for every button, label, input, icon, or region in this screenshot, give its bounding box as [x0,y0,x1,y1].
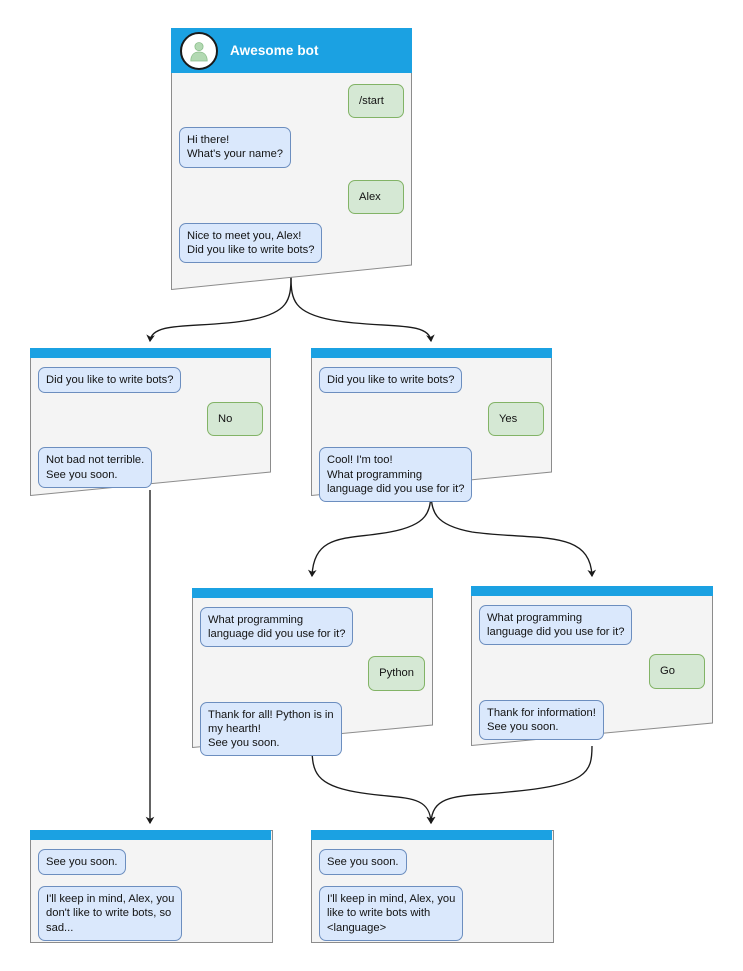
bot-titlebar: Awesome bot [171,28,412,73]
bot-message-bubble[interactable]: See you soon. [319,849,407,876]
bot-message-bubble[interactable]: What programming language did you use fo… [479,605,633,646]
message-row: Go [479,654,705,689]
chat-messages-end-sad: See you soon. I'll keep in mind, Alex, y… [30,840,271,956]
bot-message-bubble[interactable]: Did you like to write bots? [38,367,182,394]
message-row: Did you like to write bots? [38,367,263,394]
message-row: /start [179,84,404,119]
bot-message-bubble[interactable]: Cool! I'm too! What programming language… [319,447,473,503]
chat-messages-end-happy: See you soon. I'll keep in mind, Alex, y… [311,840,552,956]
message-row: See you soon. [38,849,263,876]
message-row: What programming language did you use fo… [200,607,425,648]
bot-message-bubble[interactable]: What programming language did you use fo… [200,607,354,648]
message-row: Did you like to write bots? [319,367,544,394]
message-row: Alex [179,179,404,214]
node-root[interactable]: Awesome bot /start Hi there! What's your… [171,28,412,290]
message-row: Not bad not terrible. See you soon. [38,447,263,488]
person-avatar-icon [180,31,218,70]
user-message-bubble[interactable]: Yes [488,402,544,437]
chat-messages-yes: Did you like to write bots? Yes Cool! I'… [311,358,552,517]
user-message-bubble[interactable]: Alex [348,179,404,214]
user-message-bubble[interactable]: Python [368,656,425,691]
node-header-bar [30,348,271,358]
bot-message-bubble[interactable]: See you soon. [38,849,126,876]
bot-message-bubble[interactable]: I'll keep in mind, Alex, you like to wri… [319,886,464,941]
node-end-sad[interactable]: See you soon. I'll keep in mind, Alex, y… [30,830,273,943]
node-go-branch[interactable]: What programming language did you use fo… [471,586,713,746]
node-yes-branch[interactable]: Did you like to write bots? Yes Cool! I'… [311,348,552,503]
message-row: Yes [319,402,544,437]
message-row: Thank for information! See you soon. [479,699,705,741]
node-end-sad-content: See you soon. I'll keep in mind, Alex, y… [30,830,271,956]
message-row: Nice to meet you, Alex! Did you like to … [179,222,404,264]
chat-messages-root: /start Hi there! What's your name? Alex … [171,73,412,278]
node-header-bar [30,830,271,840]
node-header-bar [471,586,713,596]
node-python-branch-content: What programming language did you use fo… [192,588,433,771]
node-go-branch-content: What programming language did you use fo… [471,586,713,755]
edge-go-to-end-happy [426,745,593,825]
chat-messages-go: What programming language did you use fo… [471,596,713,755]
message-row: No [38,402,263,437]
bot-message-bubble[interactable]: Hi there! What's your name? [179,127,292,168]
message-row: I'll keep in mind, Alex, you like to wri… [319,886,544,941]
bot-message-bubble[interactable]: Thank for information! See you soon. [479,699,604,741]
bot-message-bubble[interactable]: I'll keep in mind, Alex, you don't like … [38,886,183,941]
message-row: Cool! I'm too! What programming language… [319,447,544,503]
user-message-bubble[interactable]: No [207,402,263,437]
message-row: Python [200,656,425,691]
message-row: Hi there! What's your name? [179,127,404,168]
chat-messages-python: What programming language did you use fo… [192,598,433,771]
message-row: See you soon. [319,849,544,876]
node-python-branch[interactable]: What programming language did you use fo… [192,588,433,757]
node-header-bar [311,348,552,358]
message-row: Thank for all! Python is in my hearth! S… [200,701,425,757]
node-header-bar [192,588,433,598]
bot-message-bubble[interactable]: Nice to meet you, Alex! Did you like to … [179,222,323,264]
message-row: What programming language did you use fo… [479,605,705,646]
bot-message-bubble[interactable]: Not bad not terrible. See you soon. [38,447,153,488]
chat-messages-no: Did you like to write bots? No Not bad n… [30,358,271,503]
bot-name-label: Awesome bot [230,43,319,58]
message-row: I'll keep in mind, Alex, you don't like … [38,886,263,941]
user-message-bubble[interactable]: /start [348,84,404,119]
bot-message-bubble[interactable]: Thank for all! Python is in my hearth! S… [200,701,342,757]
node-no-branch[interactable]: Did you like to write bots? No Not bad n… [30,348,271,496]
node-end-happy[interactable]: See you soon. I'll keep in mind, Alex, y… [311,830,554,943]
bot-message-bubble[interactable]: Did you like to write bots? [319,367,463,394]
node-yes-branch-content: Did you like to write bots? Yes Cool! I'… [311,348,552,517]
node-root-content: Awesome bot /start Hi there! What's your… [171,28,412,278]
node-end-happy-content: See you soon. I'll keep in mind, Alex, y… [311,830,552,956]
user-message-bubble[interactable]: Go [649,654,705,689]
node-header-bar [311,830,552,840]
node-no-branch-content: Did you like to write bots? No Not bad n… [30,348,271,503]
